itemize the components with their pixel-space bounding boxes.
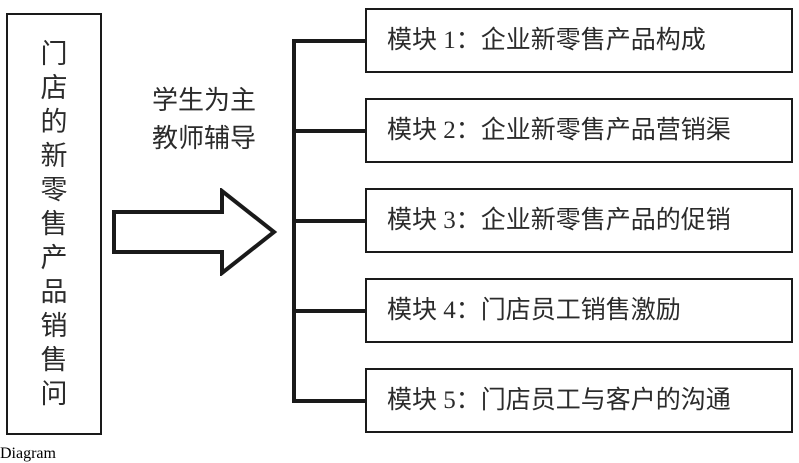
module-box-1[interactable]: 模块 1：企业新零售产品构成 (365, 8, 793, 73)
left-title-char: 零 (40, 175, 68, 205)
module-label-5: 模块 5：门店员工与客户的沟通 (387, 386, 731, 414)
module-label-1: 模块 1：企业新零售产品构成 (387, 26, 706, 54)
left-title-char: 门 (40, 39, 68, 69)
diagram-canvas: 门店的新零售产品销售问 学生为主 教师辅导 模块 1：企业新零售产品构成 模块 … (6, 0, 793, 445)
module-label-2: 模块 2：企业新零售产品营销渠 (387, 116, 731, 144)
left-title-char: 销 (40, 311, 68, 341)
left-title-char: 新 (40, 141, 68, 171)
left-title-char: 的 (40, 107, 68, 137)
left-title-char: 店 (40, 73, 68, 103)
module-box-4[interactable]: 模块 4：门店员工销售激励 (365, 278, 793, 343)
module-box-5[interactable]: 模块 5：门店员工与客户的沟通 (365, 368, 793, 433)
left-title-char: 售 (40, 209, 68, 239)
arrow-icon (112, 186, 278, 278)
left-title-char: 售 (40, 345, 68, 375)
module-box-3[interactable]: 模块 3：企业新零售产品的促销 (365, 188, 793, 253)
left-title-char: 产 (40, 243, 68, 273)
module-box-2[interactable]: 模块 2：企业新零售产品营销渠 (365, 98, 793, 163)
connector-lines (288, 0, 372, 445)
module-label-3: 模块 3：企业新零售产品的促销 (387, 206, 731, 234)
right-arrow-shape (110, 186, 278, 278)
left-title-char: 品 (40, 277, 68, 307)
module-label-4: 模块 4：门店员工销售激励 (387, 296, 681, 324)
process-caption: 学生为主 教师辅导 (151, 86, 256, 153)
left-title-text: 门店的新零售产品销售问 (8, 15, 100, 433)
left-title-box: 门店的新零售产品销售问 (6, 13, 102, 435)
left-title-char: 问 (40, 379, 68, 409)
